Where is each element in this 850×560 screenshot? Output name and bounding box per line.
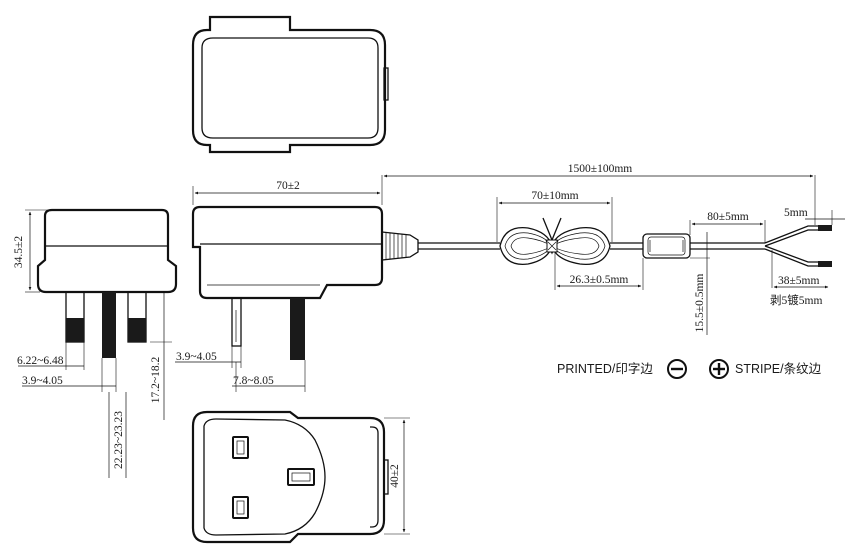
- front-view-dimensions: 34.5±2 6.22~6.48 3.9~4.05 22.23~23.23 17…: [13, 209, 172, 478]
- front-view: [36, 208, 178, 358]
- polarity-legend: PRINTED/印字边 STRIPE/条纹边: [557, 359, 822, 379]
- strip-length-label: 5mm: [784, 207, 808, 219]
- earth-pin-tip: [66, 318, 84, 342]
- printed-label: PRINTED/印字边: [557, 361, 653, 376]
- pin-spacing-label: 22.23~23.23: [113, 411, 125, 469]
- plug-face-view: [191, 410, 389, 544]
- pin-width-label: 6.22~6.48: [17, 355, 64, 367]
- coil-length-label: 70±10mm: [531, 190, 578, 202]
- stripped-wire-bottom: [818, 261, 832, 267]
- plus-circle-icon: [709, 359, 729, 379]
- body-width-label: 70±2: [276, 180, 300, 192]
- cable-to-core-label: 26.3±0.5mm: [570, 274, 629, 286]
- plug-face-dimensions: 40±2: [384, 417, 410, 535]
- minus-circle-icon: [667, 359, 687, 379]
- split-length-label: 80±5mm: [707, 211, 749, 223]
- side-pin: [290, 298, 305, 360]
- pin-length-label: 17.2~18.2: [150, 357, 162, 404]
- pin-thickness-label: 3.9~4.05: [22, 375, 63, 387]
- live-pin: [102, 292, 116, 358]
- live-pin-face: [232, 436, 249, 459]
- cable-length-label: 1500±100mm: [568, 163, 633, 175]
- stripped-wire-top: [818, 225, 832, 231]
- core-diameter-label: 15.5±0.5mm: [694, 274, 706, 333]
- side-pin-thickness-label: 3.9~4.05: [176, 351, 217, 363]
- neutral-pin-face: [232, 496, 249, 519]
- cable: [418, 217, 832, 267]
- top-view: [191, 15, 389, 154]
- cable-coil: [499, 217, 611, 266]
- ferrite-core: [642, 233, 691, 259]
- body-height-label: 34.5±2: [13, 236, 25, 268]
- side-pin-offset-label: 7.8~8.05: [233, 375, 274, 387]
- strip-note-label: 剥5镀5mm: [770, 293, 822, 307]
- lead-length-label: 38±5mm: [778, 275, 820, 287]
- neutral-pin-tip: [128, 318, 146, 342]
- cable-dimensions: 1500±100mm 70±10mm 26.3±0.5mm 15.5±0.5mm…: [383, 163, 845, 335]
- side-view: [191, 205, 419, 360]
- side-view-dimensions: 70±2 3.9~4.05 7.8~8.05: [175, 175, 383, 392]
- stripe-label: STRIPE/条纹边: [735, 362, 822, 376]
- plug-height-label: 40±2: [389, 464, 401, 488]
